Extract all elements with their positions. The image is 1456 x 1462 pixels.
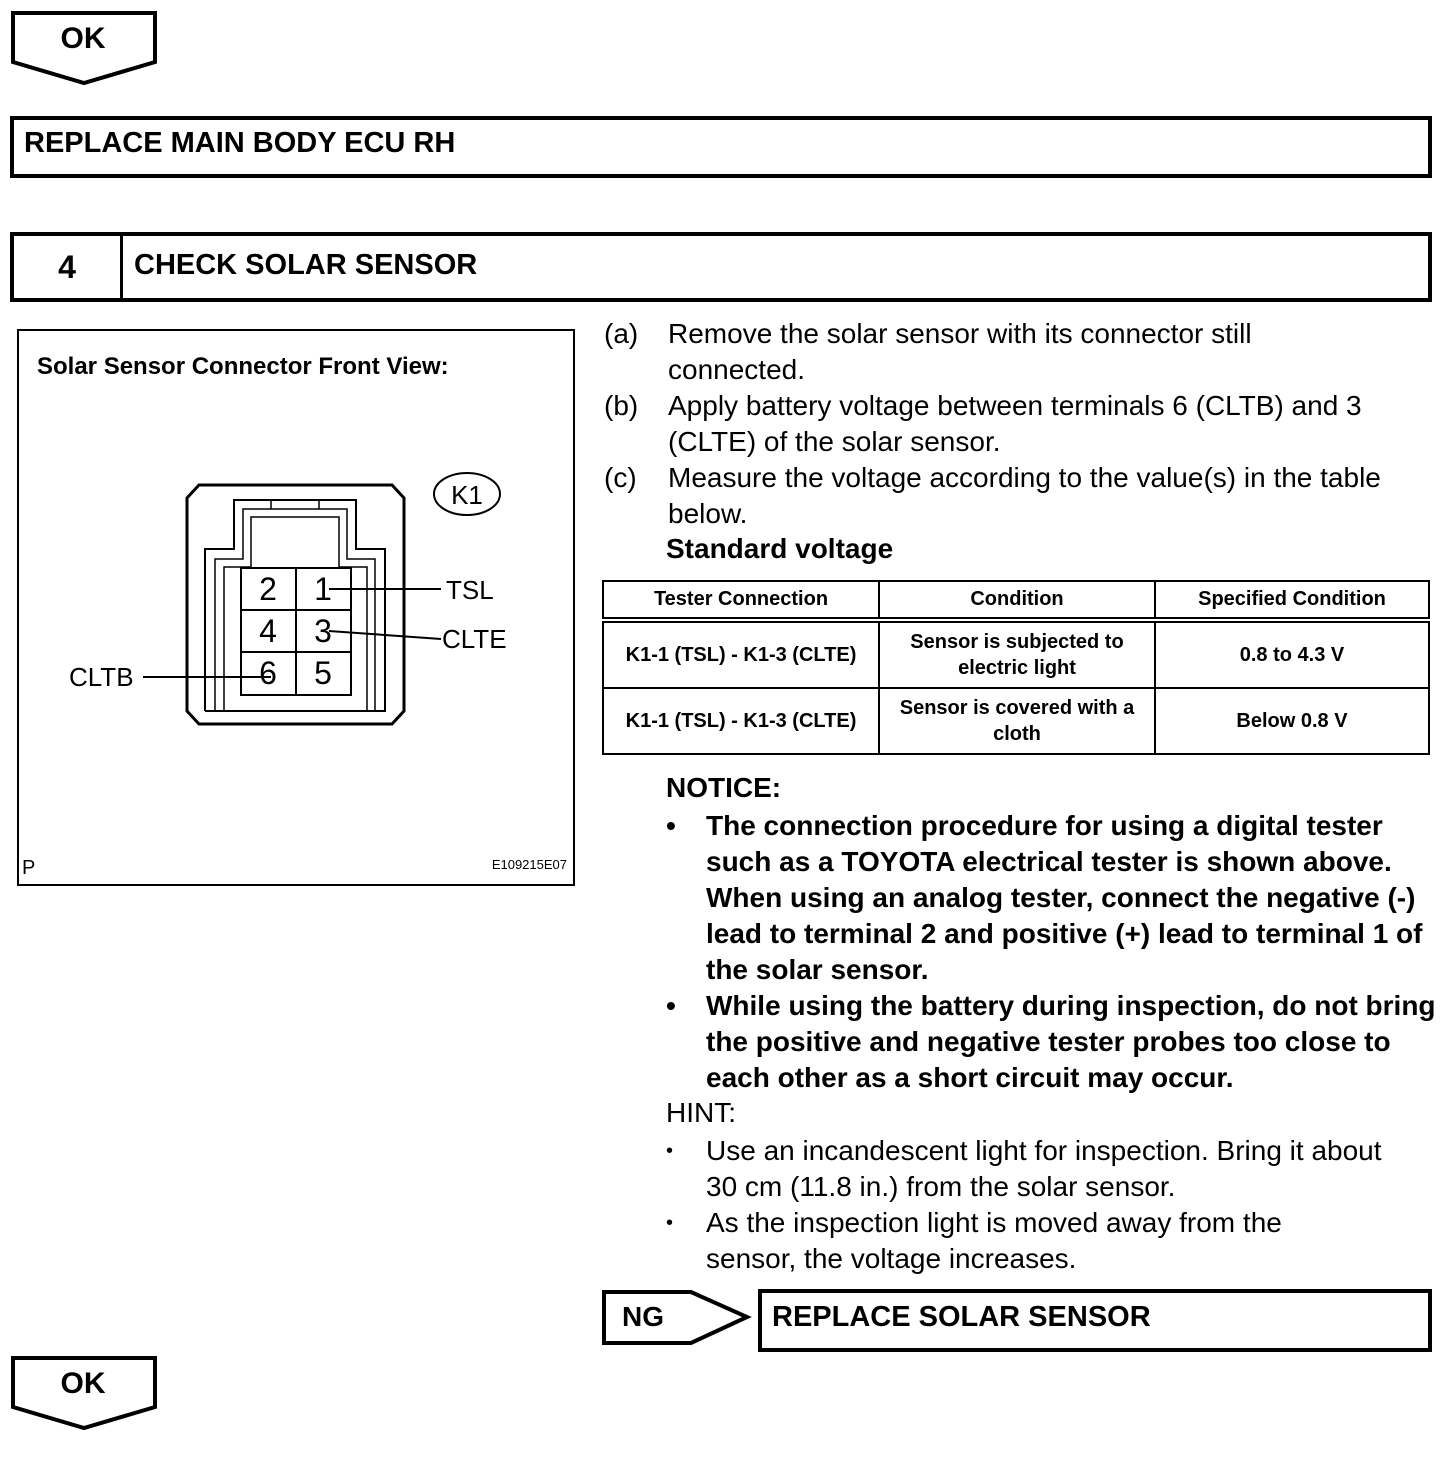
pin-2: 2 <box>259 571 277 607</box>
step-header-box <box>10 232 1432 302</box>
figure-corner-mark: P <box>22 857 36 879</box>
instruction-b-label: (b) <box>604 390 639 421</box>
pin-4: 4 <box>259 613 277 649</box>
table-cell: 0.8 to 4.3 V <box>1154 619 1430 689</box>
bullet: • <box>666 1212 674 1234</box>
table-header: Specified Condition <box>1154 580 1430 621</box>
notice-title: NOTICE: <box>666 772 782 803</box>
table-cell: Sensor is covered with a cloth <box>878 687 1156 755</box>
instruction-a-label: (a) <box>604 318 639 349</box>
replace-main-body-ecu-box <box>10 116 1432 178</box>
step-number: 4 <box>58 248 76 285</box>
bullet: • <box>666 810 676 841</box>
table-header: Tester Connection <box>602 580 880 621</box>
callout-tsl: TSL <box>446 575 494 605</box>
replace-solar-sensor-box <box>758 1289 1432 1352</box>
bullet: • <box>666 1140 674 1162</box>
table-cell: K1-1 (TSL) - K1-3 (CLTE) <box>602 619 880 689</box>
standard-voltage-label: Standard voltage <box>666 533 894 564</box>
ok-label-top: OK <box>60 22 106 55</box>
ok-label-bottom: OK <box>60 1367 106 1400</box>
callout-clte: CLTE <box>442 624 507 654</box>
hint-item-2-text: As the inspection light is moved away fr… <box>706 1207 1282 1274</box>
clte-leader <box>328 630 442 640</box>
callout-cltb: CLTB <box>69 662 134 692</box>
hint-item-1-text: Use an incandescent light for inspection… <box>706 1135 1382 1202</box>
step-divider <box>120 236 123 300</box>
table-row: K1-1 (TSL) - K1-3 (CLTE) Sensor is cover… <box>602 687 1430 755</box>
replace-main-body-ecu-label: REPLACE MAIN BODY ECU RH <box>24 127 456 159</box>
connector-id-ellipse <box>433 472 501 516</box>
ok-arrow-top <box>11 11 157 86</box>
bullet: • <box>666 990 676 1021</box>
pin-5: 5 <box>314 655 332 691</box>
figure-code: E109215E07 <box>491 857 567 872</box>
instruction-c-text: Measure the voltage according to the val… <box>668 462 1381 529</box>
connector-diagram: K1 2 1 4 3 6 5 TSL CLTE CLTB <box>69 472 507 726</box>
hint-title: HINT: <box>666 1097 736 1128</box>
ok-arrow-bottom <box>11 1356 157 1431</box>
table-cell: K1-1 (TSL) - K1-3 (CLTE) <box>602 687 880 755</box>
pin-6: 6 <box>259 655 277 691</box>
instruction-a-text: Remove the solar sensor with its connect… <box>668 318 1252 385</box>
table-cell: Below 0.8 V <box>1154 687 1430 755</box>
connector-housing-inner <box>204 499 386 712</box>
instruction-c-label: (c) <box>604 462 637 493</box>
table-row: K1-1 (TSL) - K1-3 (CLTE) Sensor is subje… <box>602 619 1430 689</box>
step-title: CHECK SOLAR SENSOR <box>134 249 478 281</box>
pin-3: 3 <box>314 613 332 649</box>
instruction-b-text: Apply battery voltage between terminals … <box>668 390 1362 457</box>
connector-id-label: K1 <box>451 480 483 510</box>
notice-item-2-text: While using the battery during inspectio… <box>706 990 1436 1093</box>
replace-solar-sensor-label: REPLACE SOLAR SENSOR <box>772 1301 1151 1333</box>
table-header-row: Tester Connection Condition Specified Co… <box>602 580 1430 621</box>
notice-item-1-text: The connection procedure for using a dig… <box>706 810 1423 985</box>
ng-label: NG <box>622 1301 664 1332</box>
figure-title: Solar Sensor Connector Front View: <box>37 353 449 380</box>
connector-figure: Solar Sensor Connector Front View: K1 2 … <box>17 329 575 886</box>
table-cell: Sensor is subjected to electric light <box>878 619 1156 689</box>
table-header: Condition <box>878 580 1156 621</box>
spec-table: Tester Connection Condition Specified Co… <box>602 580 1430 755</box>
ng-arrow <box>602 1290 752 1345</box>
pin-1: 1 <box>314 571 332 607</box>
